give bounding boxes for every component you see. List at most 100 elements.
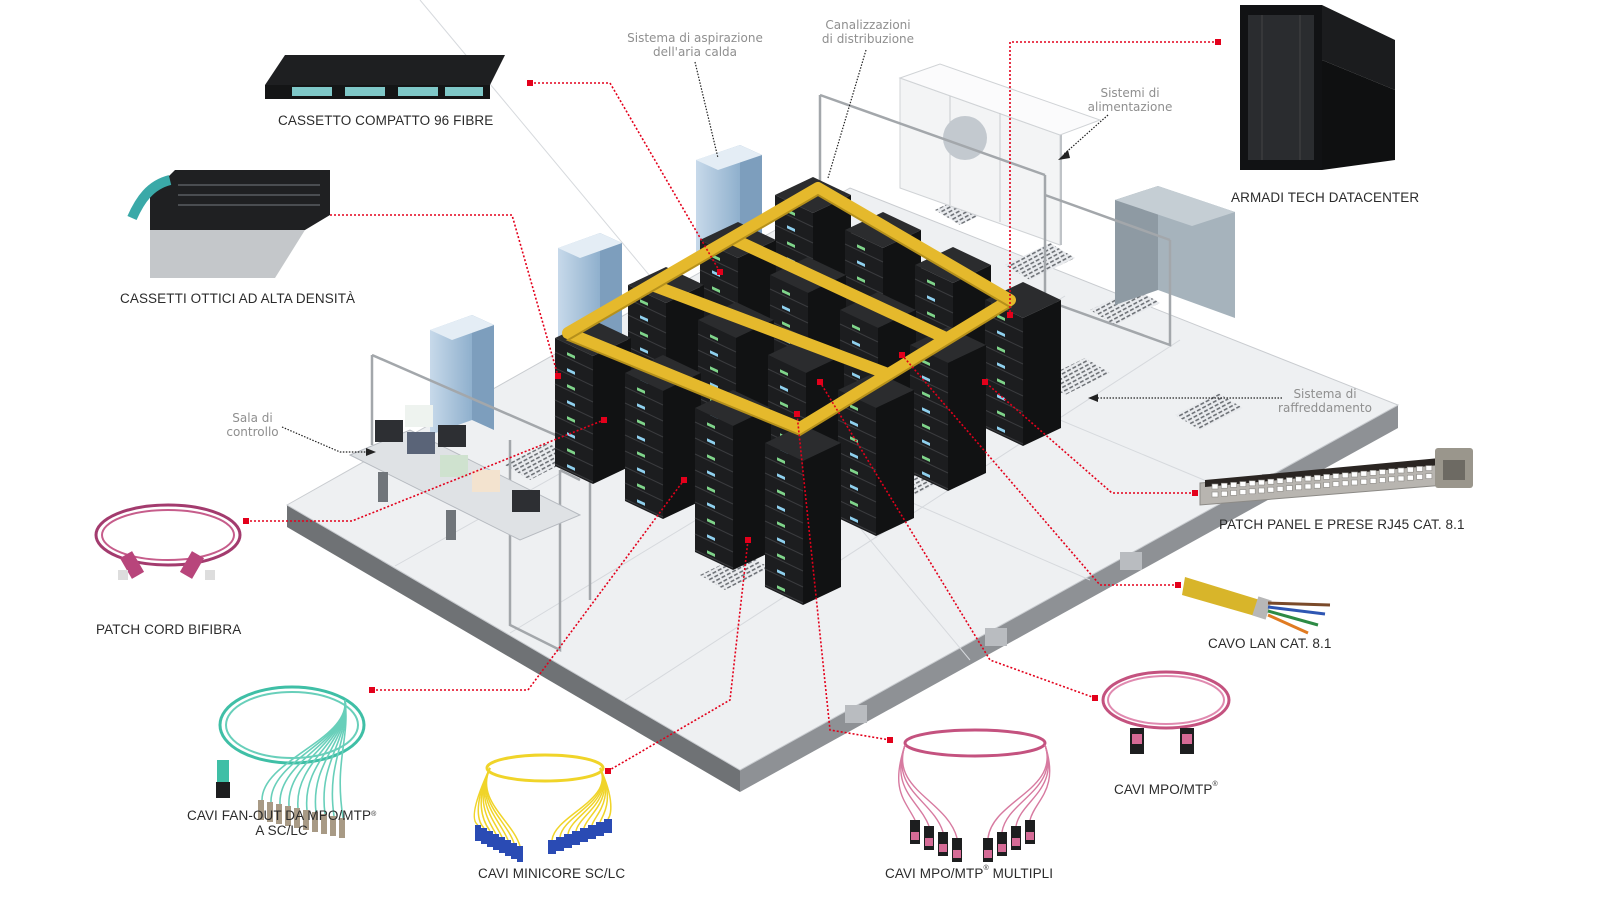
rack-led (922, 471, 930, 479)
zone-label-line: alimentazione (1087, 100, 1173, 114)
sc-connector (572, 831, 580, 845)
patch-port (1211, 483, 1219, 490)
rack-led (567, 368, 575, 375)
rack-led (852, 372, 860, 379)
rack-led (857, 244, 865, 251)
rack-led (997, 346, 1005, 354)
patch-port (1304, 483, 1312, 490)
rack-led (640, 331, 648, 338)
patch-port (1276, 478, 1284, 484)
rack-led (637, 499, 645, 506)
fiber-drawer-icon (127, 170, 330, 278)
fiber-tail (987, 744, 1048, 839)
patch-port (1267, 486, 1275, 493)
patch-port (1295, 484, 1302, 491)
sc-connector (511, 843, 517, 859)
rack-led (637, 387, 645, 394)
rack-led (567, 464, 575, 471)
zone-label-line: Canalizzazioni (825, 18, 911, 32)
patch-port (1211, 491, 1219, 498)
rack-led (997, 330, 1005, 338)
grey-cabinets (1115, 186, 1235, 318)
mpo-connector-face (925, 838, 933, 846)
mpo-connector-face (939, 844, 947, 852)
rack-led (922, 375, 930, 383)
mpo-multi-cable-icon (897, 728, 1051, 862)
patch-port (1276, 486, 1284, 492)
rack-led (567, 400, 575, 407)
server-rack (764, 425, 841, 605)
label-mpo: CAVI MPO/MTP® (1114, 781, 1218, 797)
zone-label-line: Sistema di (1293, 387, 1357, 401)
fiber-tail (279, 699, 346, 805)
rack-led (777, 585, 785, 592)
rack-led (710, 366, 718, 373)
rack-led (567, 432, 575, 439)
zone-label-power: Sistemi di alimentazione (1075, 86, 1185, 114)
zone-label-control: Sala di controllo (220, 411, 285, 439)
rack-led (707, 470, 715, 477)
patch-port (1332, 473, 1340, 479)
patch-port (1258, 479, 1265, 486)
sc-connector (505, 840, 511, 856)
server-rack (984, 282, 1061, 446)
patch-port (1286, 485, 1293, 491)
rack-led (640, 299, 648, 306)
zone-label-line: controllo (226, 425, 279, 439)
label-text: CAVI FAN-OUT DA MPO/MTP (187, 808, 372, 823)
mpo-cable-icon (1101, 670, 1231, 754)
lan-cable-icon (1182, 577, 1331, 635)
patch-port (1341, 472, 1349, 479)
rack-led (707, 438, 715, 445)
rack-led (777, 553, 785, 560)
rack-led (637, 451, 645, 458)
label-cassetto-compatto: CASSETTO COMPATTO 96 FIBRE (278, 113, 494, 128)
label-fan-out-line2: A SC/LC (255, 823, 308, 838)
label-text: CAVI MPO/MTP (1114, 782, 1213, 797)
patch-port (1425, 465, 1433, 471)
rack-led (707, 502, 715, 509)
zone-label-line: Sistema di aspirazione (627, 31, 763, 45)
patch-port (1425, 473, 1433, 479)
patch-port (1221, 482, 1228, 489)
label-fan-out: CAVI FAN-OUT DA MPO/MTP® A SC/LC (187, 808, 376, 838)
rack-led (567, 352, 575, 359)
rack-led (997, 378, 1005, 386)
rack-led (997, 394, 1005, 402)
fan-out-cable-icon (216, 685, 366, 838)
patch-port (1248, 488, 1256, 495)
mpo-connector-face (998, 844, 1006, 852)
rack-led (637, 483, 645, 490)
rack-led (997, 314, 1005, 322)
fiber-tail (288, 699, 346, 807)
minicore-cable-icon (473, 753, 612, 862)
registered-mark: ® (983, 865, 989, 872)
rack-led (777, 537, 785, 544)
rack-led (707, 534, 715, 541)
rack-led (567, 448, 575, 455)
rack-led (777, 569, 785, 576)
lc-connector (276, 804, 282, 824)
fiber-cassette-icon (265, 55, 505, 99)
lc-connector (312, 812, 318, 832)
rack-led (707, 454, 715, 461)
server-cabinet-icon (1240, 5, 1395, 170)
rack-led (922, 407, 930, 415)
duplex-patch-cord-icon (94, 503, 242, 580)
sc-connector (493, 834, 499, 850)
label-text: MULTIPLI (988, 866, 1054, 881)
label-cassetti-ottici: CASSETTI OTTICI AD ALTA DENSITÀ (120, 291, 356, 306)
rack-led (782, 305, 790, 312)
label-cavo-lan: CAVO LAN CAT. 8.1 (1208, 636, 1332, 651)
zone-label-ducts: Canalizzazioni di distribuzione (808, 18, 928, 46)
patch-port (1230, 482, 1237, 488)
mpo-connector-face (984, 850, 992, 858)
patch-port (1314, 474, 1321, 481)
rack-led (777, 521, 785, 528)
rack-led (850, 452, 858, 459)
patch-port (1295, 476, 1302, 483)
rack-led (780, 369, 788, 376)
rack-led (850, 516, 858, 523)
patch-port (1397, 475, 1405, 482)
